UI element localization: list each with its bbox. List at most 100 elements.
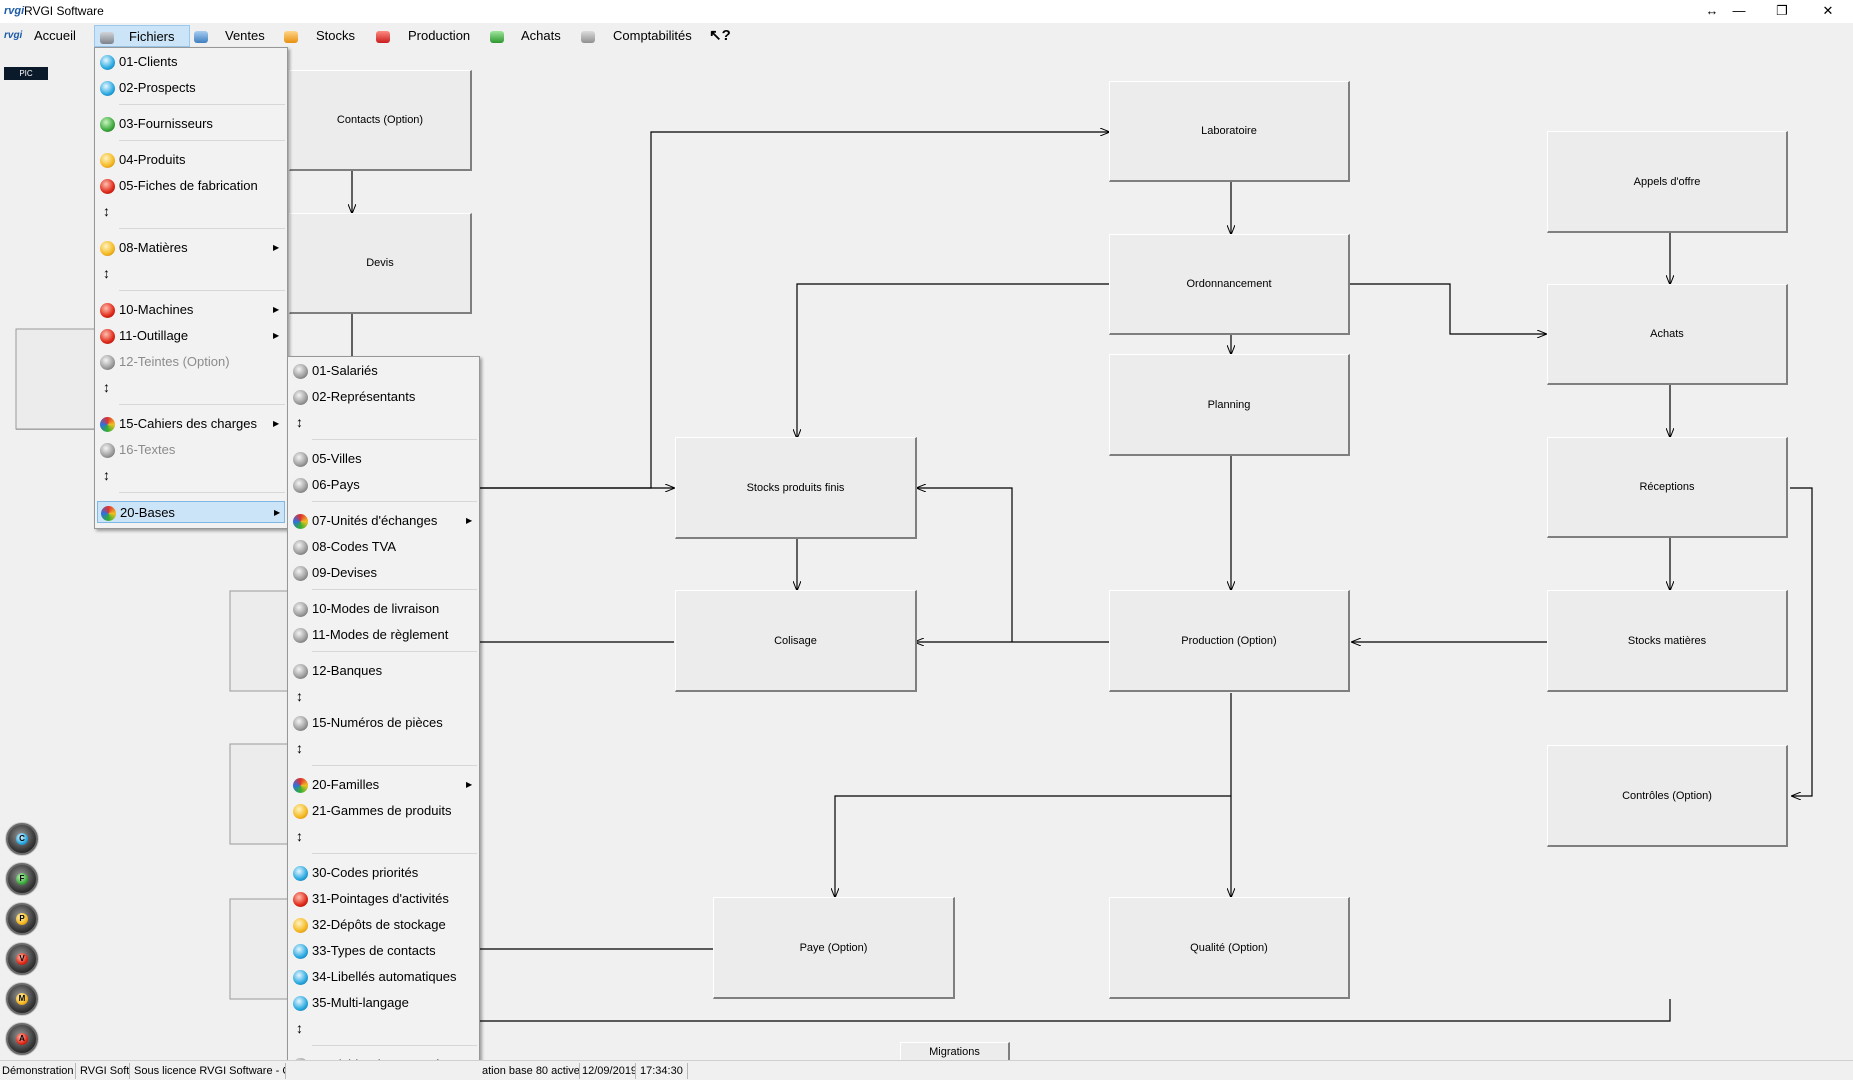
menu-production[interactable]: Production [408,28,471,43]
menu-ventes[interactable]: Ventes [225,28,265,43]
node-stocks-produits-finis[interactable]: Stocks produits finis [675,437,917,539]
separator [312,1045,477,1046]
menu-item-prospects[interactable]: 02-Prospects [97,77,285,99]
resize-handle-icon[interactable]: ↕ [296,828,303,844]
side-button-produits-label: P [16,913,28,925]
menu-item-bases[interactable]: 20-Bases▶ [97,501,285,523]
menu-item-unites-echanges[interactable]: 07-Unités d'échanges▶ [290,510,477,532]
numeros-pieces-icon [293,716,308,731]
separator [119,492,285,493]
menu-item-salaries[interactable]: 01-Salariés [290,360,477,382]
textes-icon [100,443,115,458]
resize-handle-icon[interactable]: ↕ [296,740,303,756]
submenu-arrow-icon: ▶ [273,331,280,340]
resize-handle-icon[interactable]: ↕ [296,1020,303,1036]
menu-item-fournisseurs[interactable]: 03-Fournisseurs [97,113,285,135]
node-ordonnancement[interactable]: Ordonnancement [1109,234,1350,335]
menu-item-multi-langage[interactable]: 35-Multi-langage [290,992,477,1014]
outillage-icon [100,329,115,344]
teintes-icon [100,355,115,370]
node-laboratoire[interactable]: Laboratoire [1109,81,1350,182]
devises-icon [293,566,308,581]
node-appels-offre[interactable]: Appels d'offre [1547,131,1788,233]
resize-handle-icon[interactable]: ↕ [296,688,303,704]
submenu-arrow-icon: ▶ [274,508,281,517]
resize-handle-icon[interactable]: ↕ [103,265,110,281]
resize-handle-icon[interactable]: ↕ [103,379,110,395]
menu-fichiers-label: Fichiers [129,29,175,44]
node-stocks-matieres[interactable]: Stocks matières [1547,590,1788,692]
menu-fichiers[interactable]: Fichiers [94,25,190,47]
node-colisage[interactable]: Colisage [675,590,917,692]
side-button-produits[interactable]: P [6,903,38,935]
submenu-arrow-icon: ▶ [273,305,280,314]
side-button-fournisseurs-label: F [16,873,28,885]
separator [119,104,285,105]
menu-item-codes-priorites[interactable]: 30-Codes priorités [290,862,477,884]
menu-achats[interactable]: Achats [521,28,561,43]
node-production[interactable]: Production (Option) [1109,590,1350,692]
gammes-produits-icon [293,804,308,819]
types-contacts-icon [293,944,308,959]
node-planning[interactable]: Planning [1109,354,1350,456]
codes-priorites-icon [293,866,308,881]
menu-accueil[interactable]: Accueil [34,28,76,43]
side-button-clients-label: C [16,833,28,845]
menu-item-pointages-activites[interactable]: 31-Pointages d'activités [290,888,477,910]
menu-item-matieres[interactable]: 08-Matières▶ [97,237,285,259]
node-contacts[interactable]: Contacts (Option) [289,70,472,171]
node-migrations[interactable]: Migrations [900,1042,1010,1060]
side-button-matieres[interactable]: M [6,983,38,1015]
resize-icon[interactable]: ↔ [1705,3,1719,18]
node-devis[interactable]: Devis [289,213,472,314]
prospects-icon [100,81,115,96]
menu-item-outillage[interactable]: 11-Outillage▶ [97,325,285,347]
menu-item-depots-stockage[interactable]: 32-Dépôts de stockage [290,914,477,936]
comptabilites-icon [581,31,595,43]
menu-item-gammes-produits[interactable]: 21-Gammes de produits [290,800,477,822]
side-button-fabrication[interactable]: V [6,943,38,975]
side-button-achats[interactable]: A [6,1023,38,1055]
menu-item-devises[interactable]: 09-Devises [290,562,477,584]
node-receptions[interactable]: Réceptions [1547,437,1788,538]
status-company: RVGI Soft [80,1063,130,1079]
help-pointer-icon[interactable]: ↖? [709,27,731,44]
menu-item-villes[interactable]: 05-Villes [290,448,477,470]
side-button-fabrication-label: V [16,953,28,965]
menu-item-pays[interactable]: 06-Pays [290,474,477,496]
menu-item-textes: 16-Textes [97,439,285,461]
menu-item-types-contacts[interactable]: 33-Types de contacts [290,940,477,962]
menu-item-machines[interactable]: 10-Machines▶ [97,299,285,321]
resize-handle-icon[interactable]: ↕ [103,467,110,483]
status-mode: Démonstration [0,1063,76,1079]
close-button[interactable]: ✕ [1822,3,1834,18]
resize-handle-icon[interactable]: ↕ [103,203,110,219]
node-paye[interactable]: Paye (Option) [713,897,955,999]
restore-button[interactable]: ❐ [1776,3,1788,18]
menu-item-libelles-automatiques[interactable]: 34-Libellés automatiques [290,966,477,988]
node-qualite[interactable]: Qualité (Option) [1109,897,1350,999]
menu-item-banques[interactable]: 12-Banques [290,660,477,682]
menu-item-cahiers-charges[interactable]: 15-Cahiers des charges▶ [97,413,285,435]
menu-item-clients[interactable]: 01-Clients [97,51,285,73]
menu-item-familles[interactable]: 20-Familles▶ [290,774,477,796]
minimize-button[interactable]: — [1732,3,1746,18]
fichiers-icon [100,32,114,44]
menu-item-modes-reglement[interactable]: 11-Modes de règlement [290,624,477,646]
menu-item-modes-livraison[interactable]: 10-Modes de livraison [290,598,477,620]
bases-submenu: 01-Salariés 02-Représentants ↕ 05-Villes… [287,356,480,1079]
unites-echanges-icon [293,514,308,529]
menu-item-produits[interactable]: 04-Produits [97,149,285,171]
menu-item-numeros-pieces[interactable]: 15-Numéros de pièces [290,712,477,734]
ventes-icon [194,31,208,43]
menu-comptabilites[interactable]: Comptabilités [613,28,692,43]
menu-item-fiches-fabrication[interactable]: 05-Fiches de fabrication [97,175,285,197]
side-button-clients[interactable]: C [6,823,38,855]
menu-item-codes-tva[interactable]: 08-Codes TVA [290,536,477,558]
side-button-fournisseurs[interactable]: F [6,863,38,895]
resize-handle-icon[interactable]: ↕ [296,414,303,430]
menu-item-representants[interactable]: 02-Représentants [290,386,477,408]
menu-stocks[interactable]: Stocks [316,28,356,43]
node-controles[interactable]: Contrôles (Option) [1547,745,1788,847]
node-achats[interactable]: Achats [1547,284,1788,385]
